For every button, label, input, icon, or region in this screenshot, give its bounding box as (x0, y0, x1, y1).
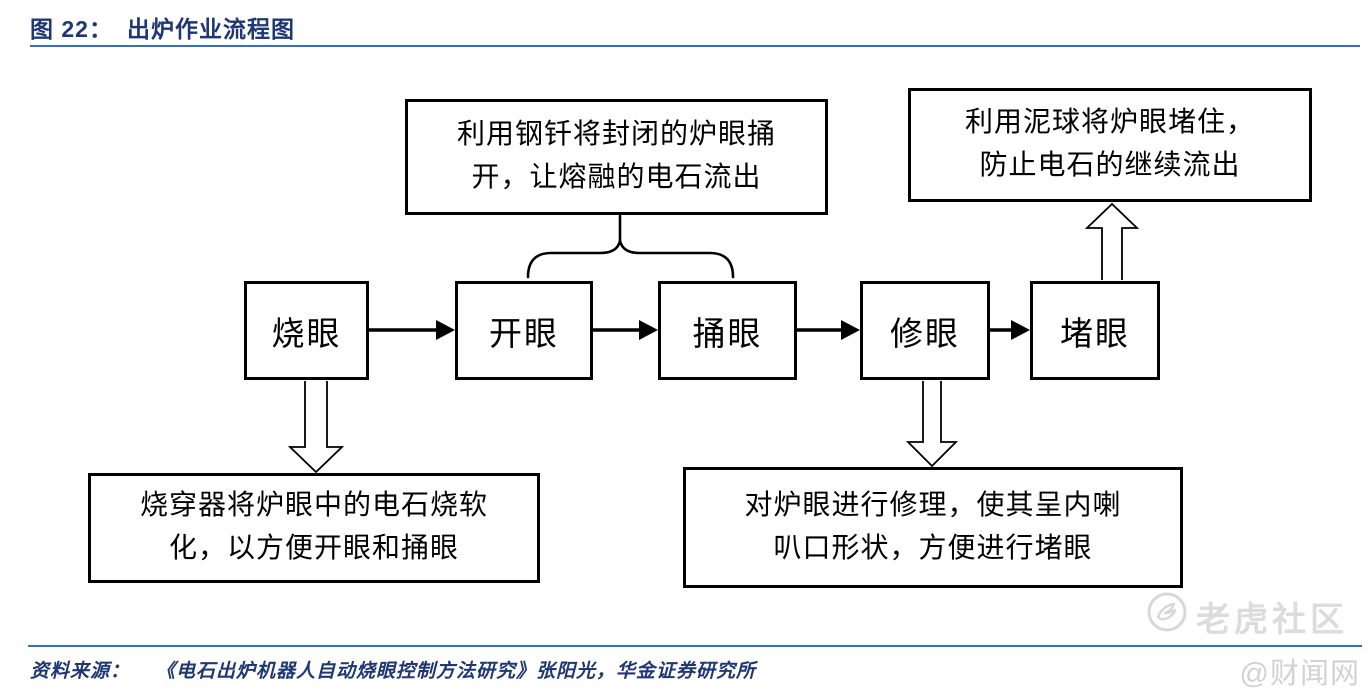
step-label: 修眼 (890, 316, 960, 353)
source-citation: 资料来源： 《电石出炉机器人自动烧眼控制方法研究》张阳光，华金证券研究所 (30, 656, 756, 683)
note-box-repair: 对炉眼进行修理，使其呈内喇 叭口形状，方便进行堵眼 (683, 467, 1183, 588)
note-line: 利用钢钎将封闭的炉眼捅 (456, 119, 776, 151)
figure-title: 图 22： 出炉作业流程图 (30, 10, 295, 44)
figure-number: 图 22： (30, 16, 113, 42)
step-box-burn-eye: 烧眼 (244, 281, 369, 380)
note-line: 叭口形状，方便进行堵眼 (773, 532, 1093, 564)
title-divider (30, 45, 1360, 47)
source-text: 《电石出炉机器人自动烧眼控制方法研究》张阳光，华金证券研究所 (156, 661, 757, 682)
step-box-repair-eye: 修眼 (860, 281, 990, 380)
hollow-arrow-repair-down (905, 381, 959, 468)
step-box-open-eye: 开眼 (455, 281, 593, 380)
arrow-burn-to-open (369, 320, 455, 340)
figure-title-text: 出炉作业流程图 (126, 16, 295, 42)
note-box-burn: 烧穿器将炉眼中的电石烧软 化，以方便开眼和捅眼 (88, 473, 540, 583)
arrow-repair-to-plug (990, 320, 1030, 340)
arrow-open-to-poke (593, 320, 658, 340)
step-box-poke-eye: 捅眼 (658, 281, 797, 380)
note-line: 化，以方便开眼和捅眼 (168, 533, 459, 564)
source-label: 资料来源： (30, 661, 131, 682)
step-label: 开眼 (489, 316, 559, 353)
note-line: 对炉眼进行修理，使其呈内喇 (744, 489, 1122, 521)
watermark-community: 老虎社区 (1196, 601, 1348, 639)
note-line: 防止电石的继续流出 (979, 150, 1241, 181)
note-line: 烧穿器将炉眼中的电石烧软 (139, 490, 488, 522)
brace-poke-note (526, 214, 735, 279)
footer-divider (28, 645, 1362, 647)
step-label: 堵眼 (1060, 316, 1130, 353)
note-line: 开，让熔融的电石流出 (471, 162, 762, 193)
hollow-arrow-burn-down (287, 381, 345, 474)
hollow-arrow-plug-up (1084, 202, 1140, 280)
arrow-poke-to-repair (797, 320, 860, 340)
step-box-plug-eye: 堵眼 (1030, 281, 1160, 380)
step-label: 捅眼 (692, 316, 763, 353)
note-box-poke: 利用钢钎将封闭的炉眼捅 开，让熔融的电石流出 (405, 99, 828, 215)
note-box-plug: 利用泥球将炉眼堵住， 防止电石的继续流出 (908, 88, 1312, 202)
tiger-logo-icon (1147, 592, 1187, 632)
note-line: 利用泥球将炉眼堵住， (964, 107, 1255, 139)
step-label: 烧眼 (271, 316, 342, 353)
watermark-handle: @财闻网 (1239, 658, 1360, 690)
